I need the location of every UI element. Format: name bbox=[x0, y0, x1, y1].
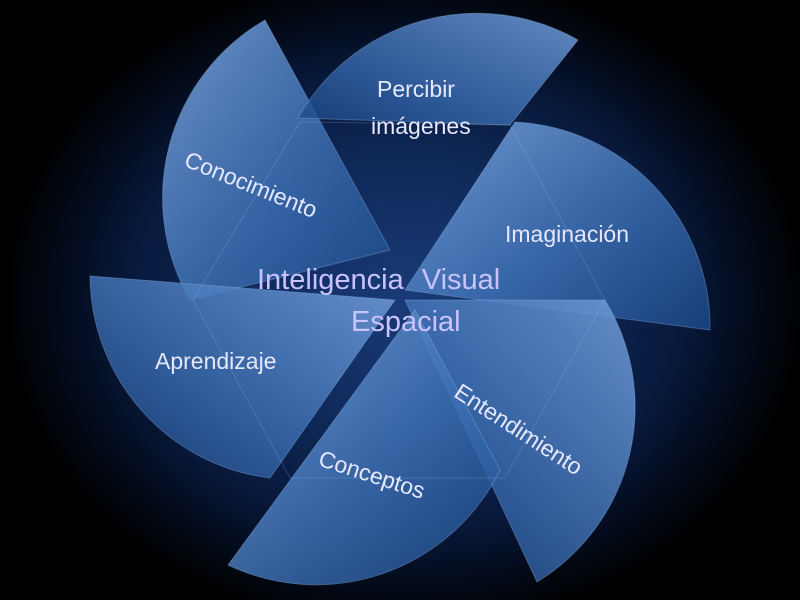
label-percibir: Percibir bbox=[377, 76, 455, 102]
petal-conceptos bbox=[227, 309, 501, 586]
petal-conocimiento bbox=[162, 19, 391, 301]
label-aprendizaje: Aprendizaje bbox=[155, 348, 277, 374]
petal-imaginacion bbox=[404, 121, 711, 331]
label-imagenes: imágenes bbox=[371, 113, 471, 139]
label-imaginacion: Imaginación bbox=[505, 221, 630, 247]
center-title-line-2: Espacial bbox=[351, 306, 461, 338]
petal-percibir-imagenes bbox=[297, 12, 579, 126]
center-hexagon bbox=[192, 121, 606, 479]
petal-aprendizaje bbox=[89, 275, 396, 479]
center-title-line-1: Inteligencia Visual bbox=[257, 264, 501, 296]
petal-entendimiento bbox=[404, 299, 636, 583]
